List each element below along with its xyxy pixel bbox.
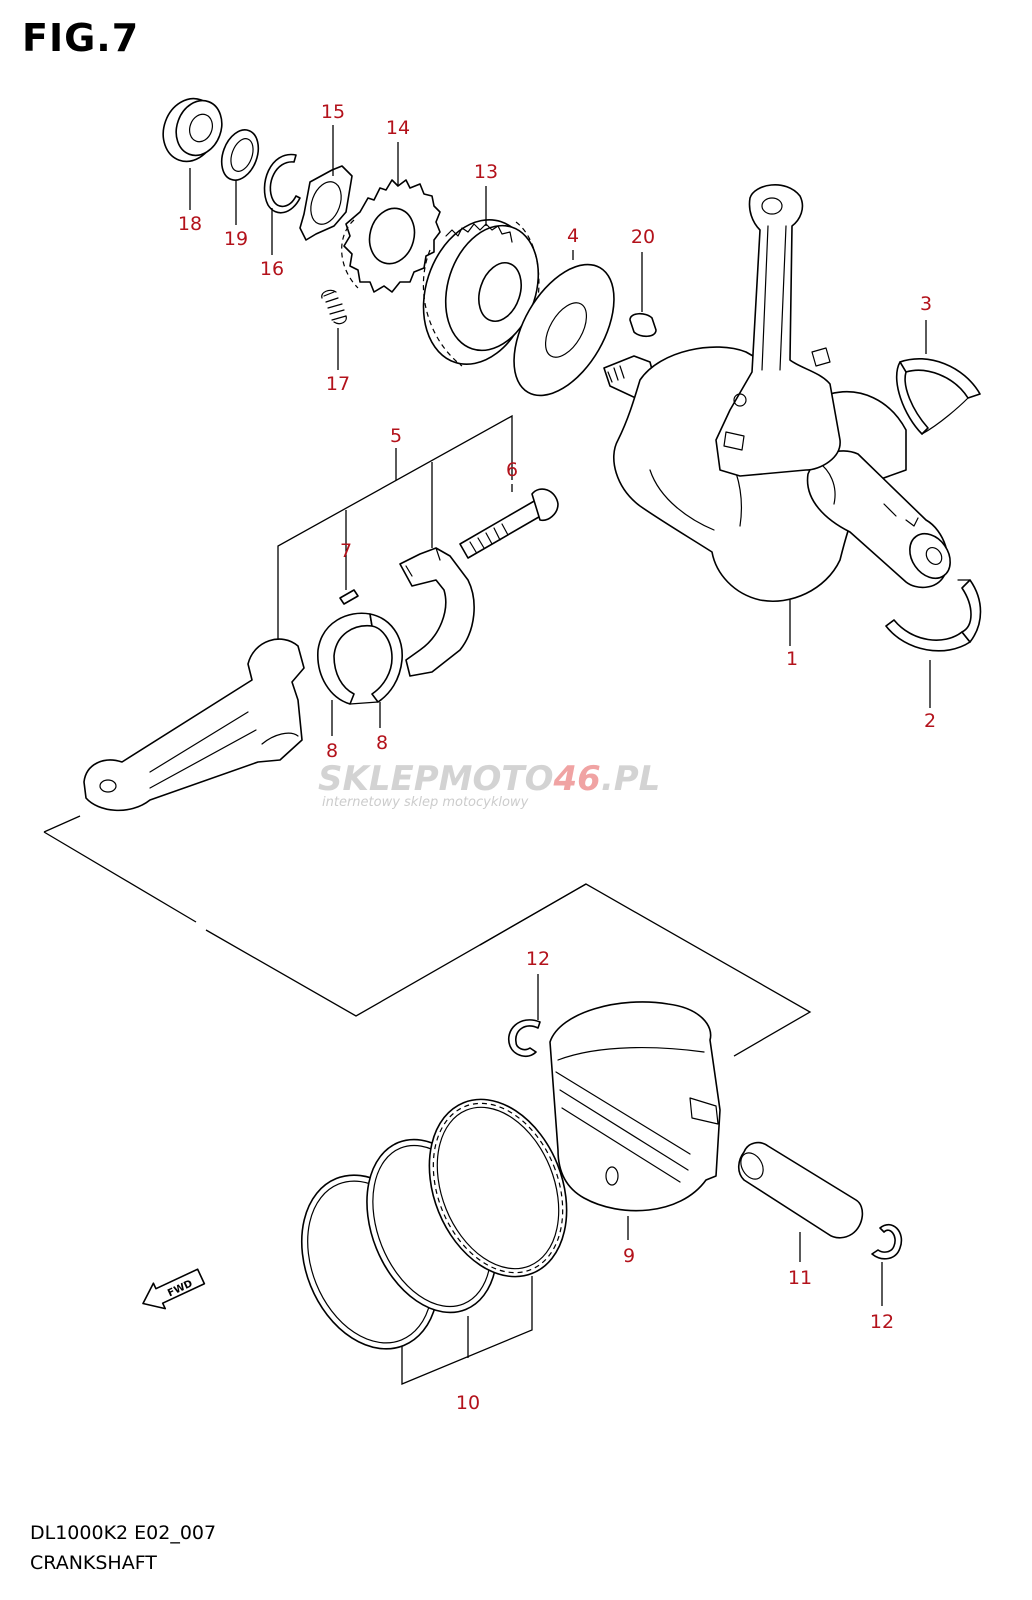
callout-12-bottom: 12 [870, 1311, 894, 1333]
part-3-bearing [895, 358, 981, 435]
part-13-gear [422, 219, 540, 367]
part-20-key [629, 312, 657, 338]
part-2-bearing [885, 579, 982, 652]
callout-1: 1 [786, 648, 798, 670]
figure-title: FIG.7 [22, 16, 140, 60]
part-10-piston-rings [300, 1098, 568, 1350]
watermark-part1: SKLEP [318, 759, 439, 799]
callout-5: 5 [390, 425, 402, 447]
callout-19: 19 [224, 228, 248, 250]
part-8-bearing-halves [317, 612, 403, 705]
callout-14: 14 [386, 117, 410, 139]
part-12-circlip-bottom [871, 1223, 903, 1260]
part-11-piston-pin [737, 1141, 864, 1239]
watermark-part2: MOTO [439, 759, 554, 799]
part-rod-cap [399, 547, 475, 677]
part-17-spring [321, 289, 347, 325]
watermark-tagline: internetowy sklep motocyklowy [322, 795, 529, 810]
footer: DL1000K2 E02_007 CRANKSHAFT [30, 1518, 216, 1578]
part-19-washer [220, 129, 260, 181]
callout-10: 10 [456, 1392, 480, 1414]
relation-outline [43, 815, 812, 1057]
callout-4: 4 [567, 225, 579, 247]
callout-8-right: 8 [376, 732, 388, 754]
callout-2: 2 [924, 710, 936, 732]
callout-13: 13 [474, 161, 498, 183]
part-16-circlip [263, 153, 301, 214]
callout-12-top: 12 [526, 948, 550, 970]
part-6-bolt [459, 488, 559, 559]
callout-15: 15 [321, 101, 345, 123]
part-18-nut [162, 97, 223, 163]
model-code: DL1000K2 E02_007 [30, 1522, 217, 1544]
watermark-part3: 46 [553, 759, 601, 799]
part-15-lock-washer [299, 165, 353, 241]
part-14-gear [341, 179, 441, 293]
part-7-pin [339, 589, 359, 605]
group-10-bracket [401, 1276, 533, 1385]
callout-labels: 15 14 13 18 19 4 20 16 3 17 5 6 7 1 2 8 … [178, 101, 936, 1414]
watermark-part4: .PL [601, 759, 661, 799]
fwd-arrow-icon: FWD [142, 1268, 206, 1310]
leader-lines [189, 125, 931, 1306]
group-5-brackets [277, 414, 513, 640]
callout-3: 3 [920, 293, 932, 315]
callout-8-left: 8 [326, 740, 338, 762]
part-4-thrust-washer [513, 263, 615, 397]
part-1-crankshaft [603, 184, 951, 602]
callout-11: 11 [788, 1267, 812, 1289]
callout-18: 18 [178, 213, 202, 235]
svg-text:SKLEPMOTO46.PL: SKLEPMOTO46.PL [318, 759, 660, 799]
callout-6: 6 [506, 459, 518, 481]
watermark: SKLEPMOTO46.PL internetowy sklep motocyk… [318, 759, 660, 810]
callout-16: 16 [260, 258, 284, 280]
part-connecting-rod [83, 638, 305, 812]
part-12-circlip-top [507, 1019, 541, 1058]
part-9-piston [549, 1001, 721, 1212]
callout-20: 20 [631, 226, 655, 248]
callout-7: 7 [340, 540, 352, 562]
callout-9: 9 [623, 1245, 635, 1267]
callout-17: 17 [326, 373, 350, 395]
diagram-caption: CRANKSHAFT [30, 1552, 157, 1574]
